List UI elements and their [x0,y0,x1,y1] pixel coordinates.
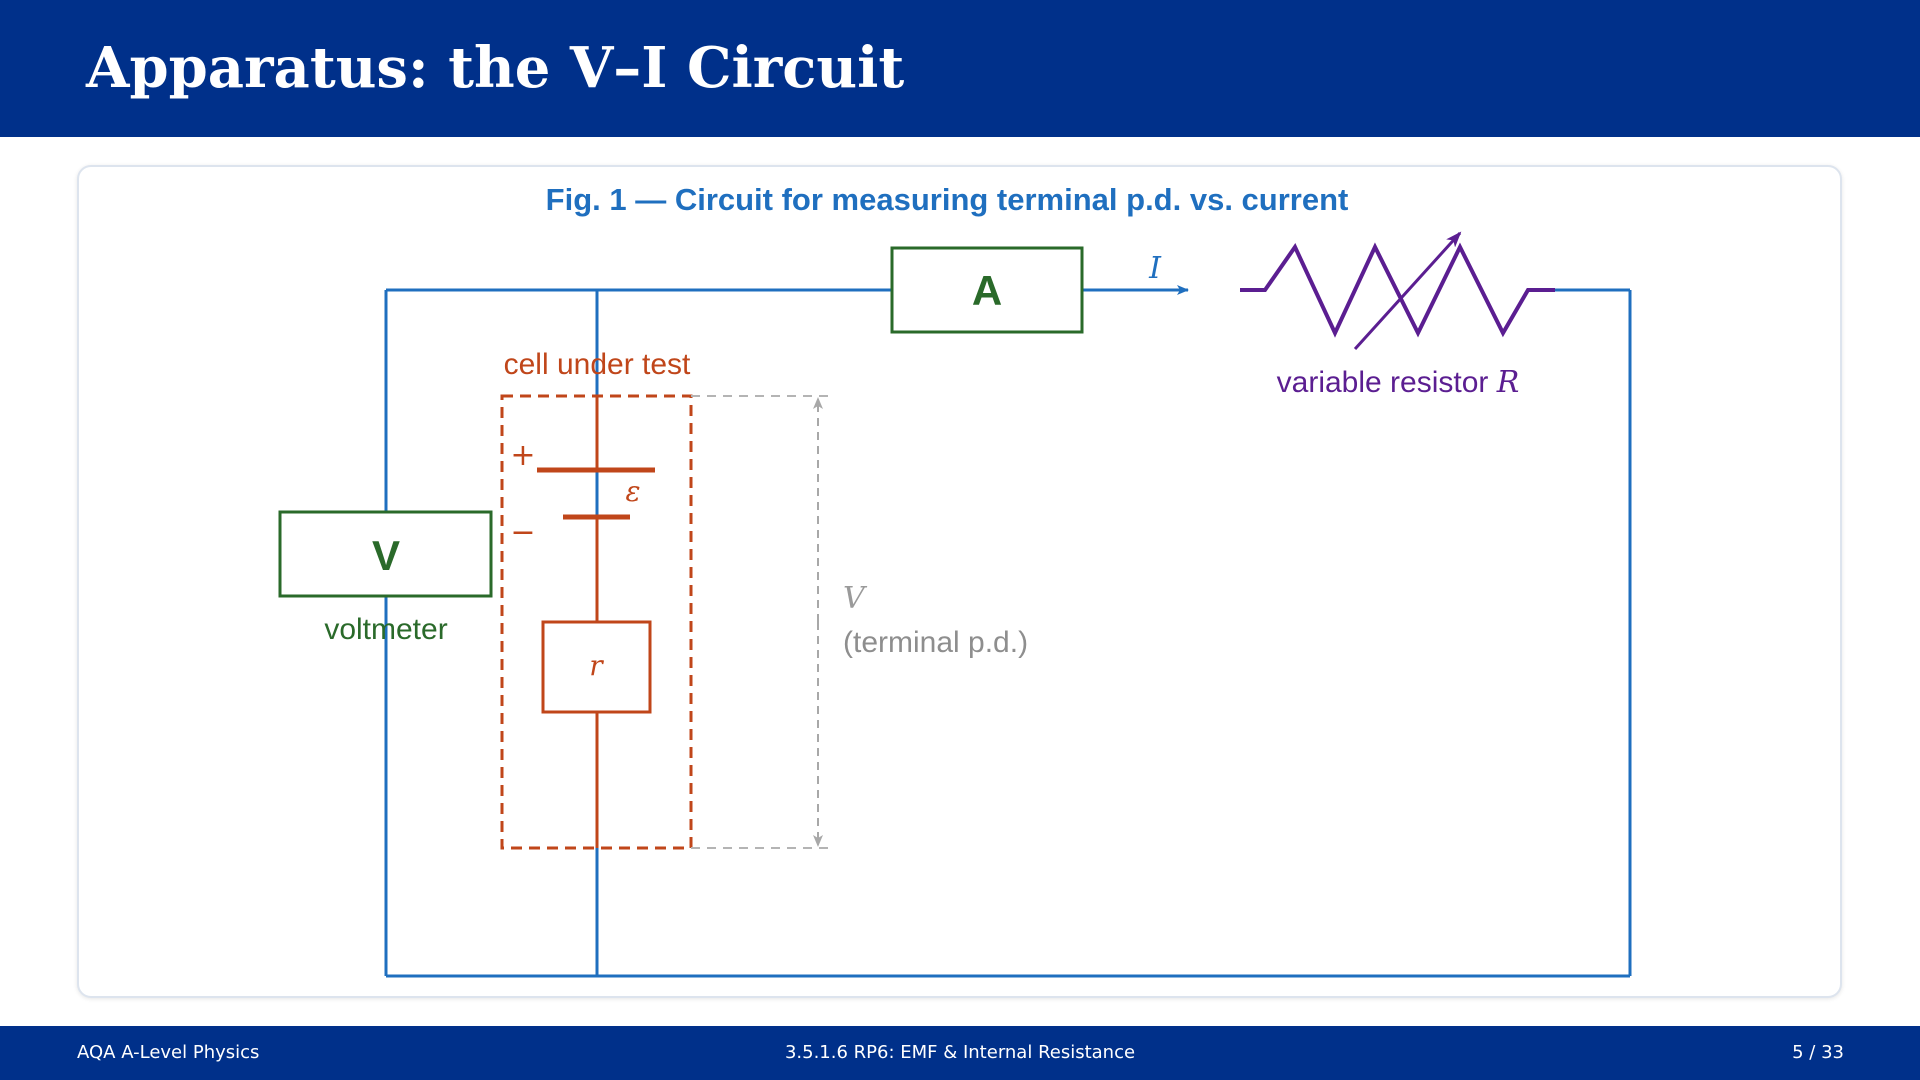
resistor-zigzag [1240,242,1555,338]
slide-title: Apparatus: the V–I Circuit [86,35,905,101]
voltmeter-box [278,510,493,598]
terminal-pd-symbol: V [843,581,868,616]
ammeter-box [890,246,1084,334]
resistor-variable-arrow [1353,231,1462,351]
ammeter: A [890,246,1084,334]
ammeter-label: A [972,267,1002,314]
voltmeter-symbol: V [372,532,400,579]
cell-under-test: cell under test + − ε r [500,348,693,850]
internal-resistance-symbol: r [589,649,604,682]
current-label: I [1148,251,1162,286]
footer-topic: 3.5.1.6 RP6: EMF & Internal Resistance [784,1042,1136,1063]
emf-symbol: ε [625,475,640,508]
minus-sign: − [510,515,535,550]
variable-resistor: variable resistor R [1240,231,1555,400]
resistor-symbol: R [1496,365,1520,400]
footer-course: AQA A-Level Physics [77,1042,260,1063]
terminal-pd-indicator: V (terminal p.d.) [691,395,1028,849]
slide-footer: AQA A-Level Physics 3.5.1.6 RP6: EMF & I… [0,1026,1920,1080]
slide-header: Apparatus: the V–I Circuit [0,0,1920,137]
terminal-pd-label: (terminal p.d.) [843,626,1028,659]
internal-resistance-box [541,620,652,714]
cell-label: cell under test [504,348,691,381]
voltmeter-label: voltmeter [324,613,447,646]
footer-page-number: 5 / 33 [1792,1042,1844,1063]
voltmeter: V voltmeter [278,510,493,646]
plus-sign: + [510,438,535,473]
resistor-label: variable resistor R [1277,365,1520,400]
figure-caption: Fig. 1 — Circuit for measuring terminal … [546,182,1349,217]
